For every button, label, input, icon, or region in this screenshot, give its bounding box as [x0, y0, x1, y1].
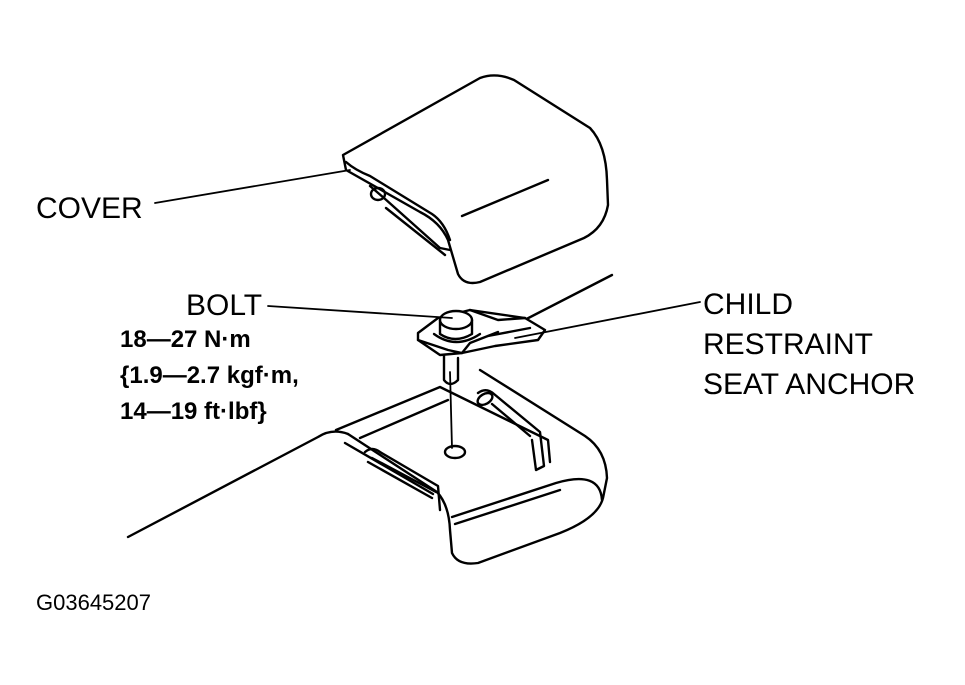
- torque-spec-line-3: 14—19 ft·lbf}: [120, 398, 267, 425]
- torque-spec-line-1: 18—27 N·m: [120, 326, 251, 353]
- cover-leader: [154, 169, 351, 204]
- anchor-label-line-3: SEAT ANCHOR: [703, 368, 916, 401]
- bolt-label: BOLT: [186, 289, 263, 322]
- torque-spec-line-2: {1.9—2.7 kgf·m,: [120, 362, 299, 389]
- anchor-label-line-2: RESTRAINT: [703, 328, 874, 361]
- anchor-label-line-1: CHILD: [703, 288, 794, 321]
- seat-cushion: [126, 273, 614, 565]
- leader-lines: [154, 169, 701, 339]
- cover-part: [341, 74, 610, 285]
- bolt-part: [432, 309, 482, 344]
- anchor-bracket: [416, 308, 547, 386]
- bolt-leader: [267, 305, 453, 319]
- anchor-leader: [514, 301, 701, 339]
- cover-label: COVER: [36, 192, 143, 225]
- figure-code: G03645207: [36, 590, 151, 615]
